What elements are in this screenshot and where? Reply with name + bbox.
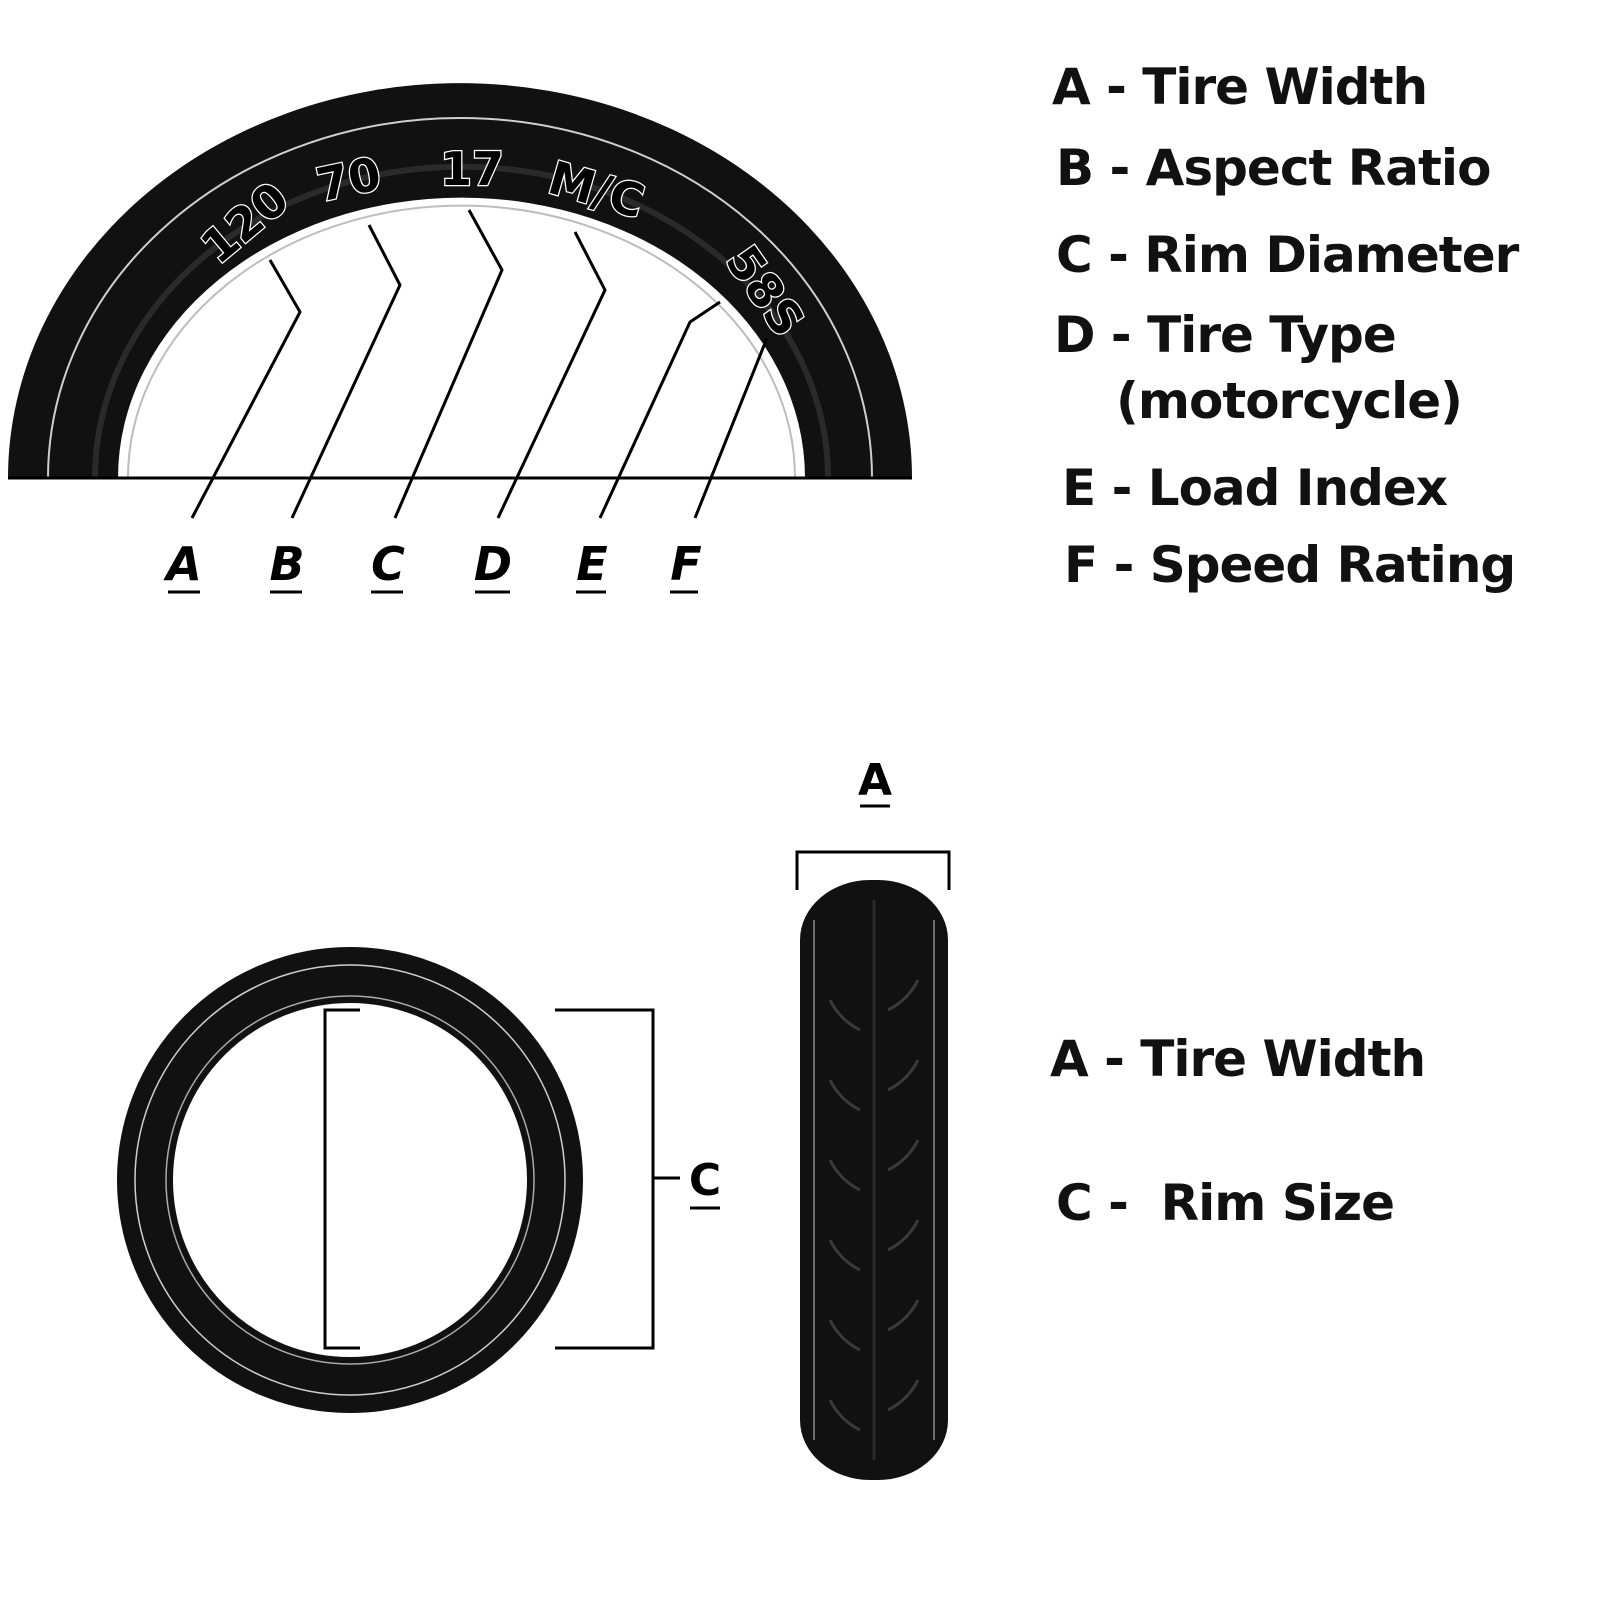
callout-f: F — [670, 537, 701, 591]
marking-rim: 17 — [440, 142, 504, 196]
width-bracket — [795, 850, 951, 890]
tire-ring — [117, 947, 583, 1413]
legend-speed-rating: F - Speed Rating — [1064, 536, 1516, 594]
legend-tire-width: A - Tire Width — [1052, 58, 1428, 116]
callout-a: A — [163, 537, 202, 591]
legend-tire-type-note: (motorcycle) — [1116, 372, 1463, 430]
callout-c: C — [371, 537, 405, 591]
legend-load-index: E - Load Index — [1062, 459, 1448, 517]
callout-d: D — [474, 537, 512, 591]
legend-aspect-ratio: B - Aspect Ratio — [1056, 139, 1491, 197]
callout-b: B — [269, 537, 304, 591]
rim-bracket — [323, 1008, 680, 1350]
callout-e: E — [576, 537, 607, 591]
width-label: A — [858, 755, 892, 806]
rim-label: C — [689, 1155, 721, 1206]
legend-bottom-tire-width: A - Tire Width — [1050, 1030, 1426, 1088]
tire-side-view — [800, 880, 948, 1480]
legend-bottom-rim-size: C - Rim Size — [1056, 1174, 1395, 1232]
leader-lines — [190, 209, 769, 519]
tire-arc — [8, 83, 912, 479]
legend-tire-type: D - Tire Type — [1054, 306, 1397, 364]
legend-rim-diameter: C - Rim Diameter — [1056, 226, 1519, 284]
